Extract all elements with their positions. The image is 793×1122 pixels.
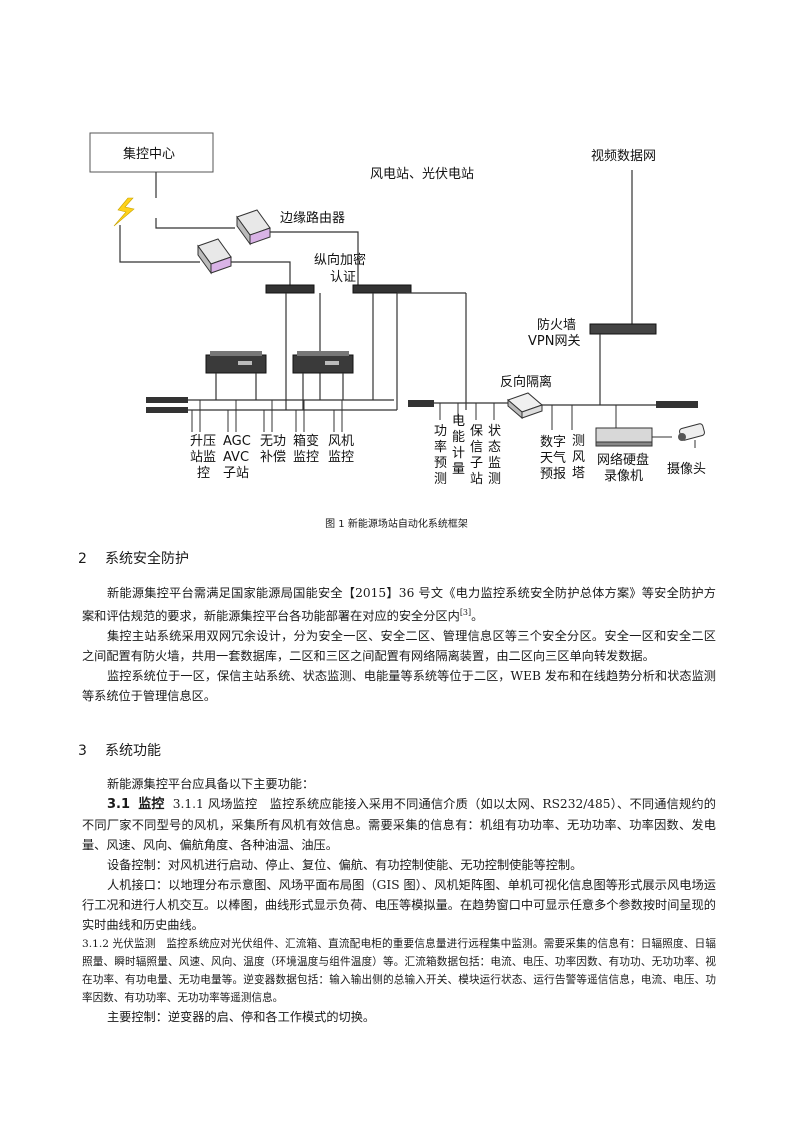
section-3-body: 新能源集控平台应具备以下主要功能： 3.1 监控 3.1.1 风场监控 监控系统… xyxy=(82,774,716,1027)
paragraph: 3.1.2 光伏监测 监控系统应对光伏组件、汇流箱、直流配电柜的重要信息量进行远… xyxy=(82,938,716,1004)
auth-label-line1: 纵向加密 xyxy=(314,252,366,268)
edge-router-icon xyxy=(236,209,271,246)
status-monitor-label: 状态监测 xyxy=(488,424,501,487)
turbine-label: 风机监控 xyxy=(328,434,354,465)
nwp-label: 数字天气预报 xyxy=(540,435,566,482)
server-icon xyxy=(205,351,267,374)
station-label: 风电站、光伏电站 xyxy=(370,167,474,182)
relay-substation-label: 保信子站 xyxy=(470,424,483,487)
control-center-label: 集控中心 xyxy=(123,146,175,162)
encryption-device-icon xyxy=(352,284,412,294)
power-forecast-label: 功率预测 xyxy=(434,424,447,487)
met-tower-label: 测风塔 xyxy=(572,434,585,481)
paragraph: 监控系统位于一区，保信主站系统、状态监测、电能量等系统等位于二区，WEB 发布和… xyxy=(82,669,716,704)
section-number: 2 xyxy=(78,551,87,567)
paragraph: 主要控制：逆变器的启、停和各工作模式的切换。 xyxy=(107,1010,376,1024)
paragraph: 集控主站系统采用双网冗余设计，分为安全一区、安全二区、管理信息区等三个安全分区。… xyxy=(82,629,716,664)
paragraph: 人机接口：以地理分布示意图、风场平面布局图（GIS 图）、风机矩阵图、单机可视化… xyxy=(82,878,716,932)
citation-ref: [3] xyxy=(459,608,472,617)
section-title: 系统安全防护 xyxy=(105,551,189,567)
nvr-label: 网络硬盘录像机 xyxy=(597,452,649,484)
nvr-icon xyxy=(595,427,653,447)
switch-icon xyxy=(146,407,188,413)
subsection-number: 3.1 xyxy=(107,797,131,812)
paragraph: 3.1 监控 3.1.1 风场监控 监控系统应能接入采用不同通信介质（如以太网、… xyxy=(82,797,716,852)
encryption-device-icon xyxy=(265,284,315,294)
section-number: 3 xyxy=(78,743,87,759)
switch-icon xyxy=(408,400,434,407)
paragraph: 新能源集控平台应具备以下主要功能： xyxy=(107,777,315,791)
energy-meter-label: 电能计量 xyxy=(452,414,465,477)
subsection-title: 监控 xyxy=(138,797,165,812)
edge-router-icon xyxy=(197,238,232,275)
control-center-box xyxy=(89,132,214,173)
booster-label: 升压站监控 xyxy=(190,434,216,481)
edge-router-label: 边缘路由器 xyxy=(280,210,345,226)
server-icon xyxy=(292,351,354,374)
switch-icon xyxy=(656,401,698,408)
figure-caption: 图 1 新能源场站自动化系统框架 xyxy=(325,519,468,530)
automation-framework-diagram: 集控中心 边缘路由器 风电站、光伏电站 视频数据网 纵向加密 认证 xyxy=(89,132,706,487)
camera-label: 摄像头 xyxy=(667,462,706,477)
isolation-label: 反向隔离 xyxy=(500,374,552,390)
switch-icon xyxy=(146,397,188,403)
camera-icon xyxy=(678,423,705,448)
firewall-icon xyxy=(589,323,657,335)
firewall-label-line1: 防火墙 xyxy=(537,317,576,333)
auth-label-line2: 认证 xyxy=(330,270,356,285)
isolation-device-icon xyxy=(507,392,543,420)
video-net-label: 视频数据网 xyxy=(591,149,656,164)
section-3-heading: 3 系统功能 xyxy=(78,740,161,760)
lightning-icon xyxy=(113,197,135,227)
section-title: 系统功能 xyxy=(105,743,161,759)
paragraph: 新能源集控平台需满足国家能源局国能安全【2015】36 号文《电力监控系统安全防… xyxy=(82,586,716,624)
transformer-label: 箱变监控 xyxy=(293,433,319,465)
paragraph: 设备控制：对风机进行启动、停止、复位、偏航、有功控制使能、无功控制使能等控制。 xyxy=(107,858,583,872)
section-2-heading: 2 系统安全防护 xyxy=(78,548,189,568)
firewall-label-line2: VPN网关 xyxy=(528,334,580,349)
section-2-body: 新能源集控平台需满足国家能源局国能安全【2015】36 号文《电力监控系统安全防… xyxy=(82,583,716,706)
reactive-label: 无功补偿 xyxy=(260,434,286,465)
